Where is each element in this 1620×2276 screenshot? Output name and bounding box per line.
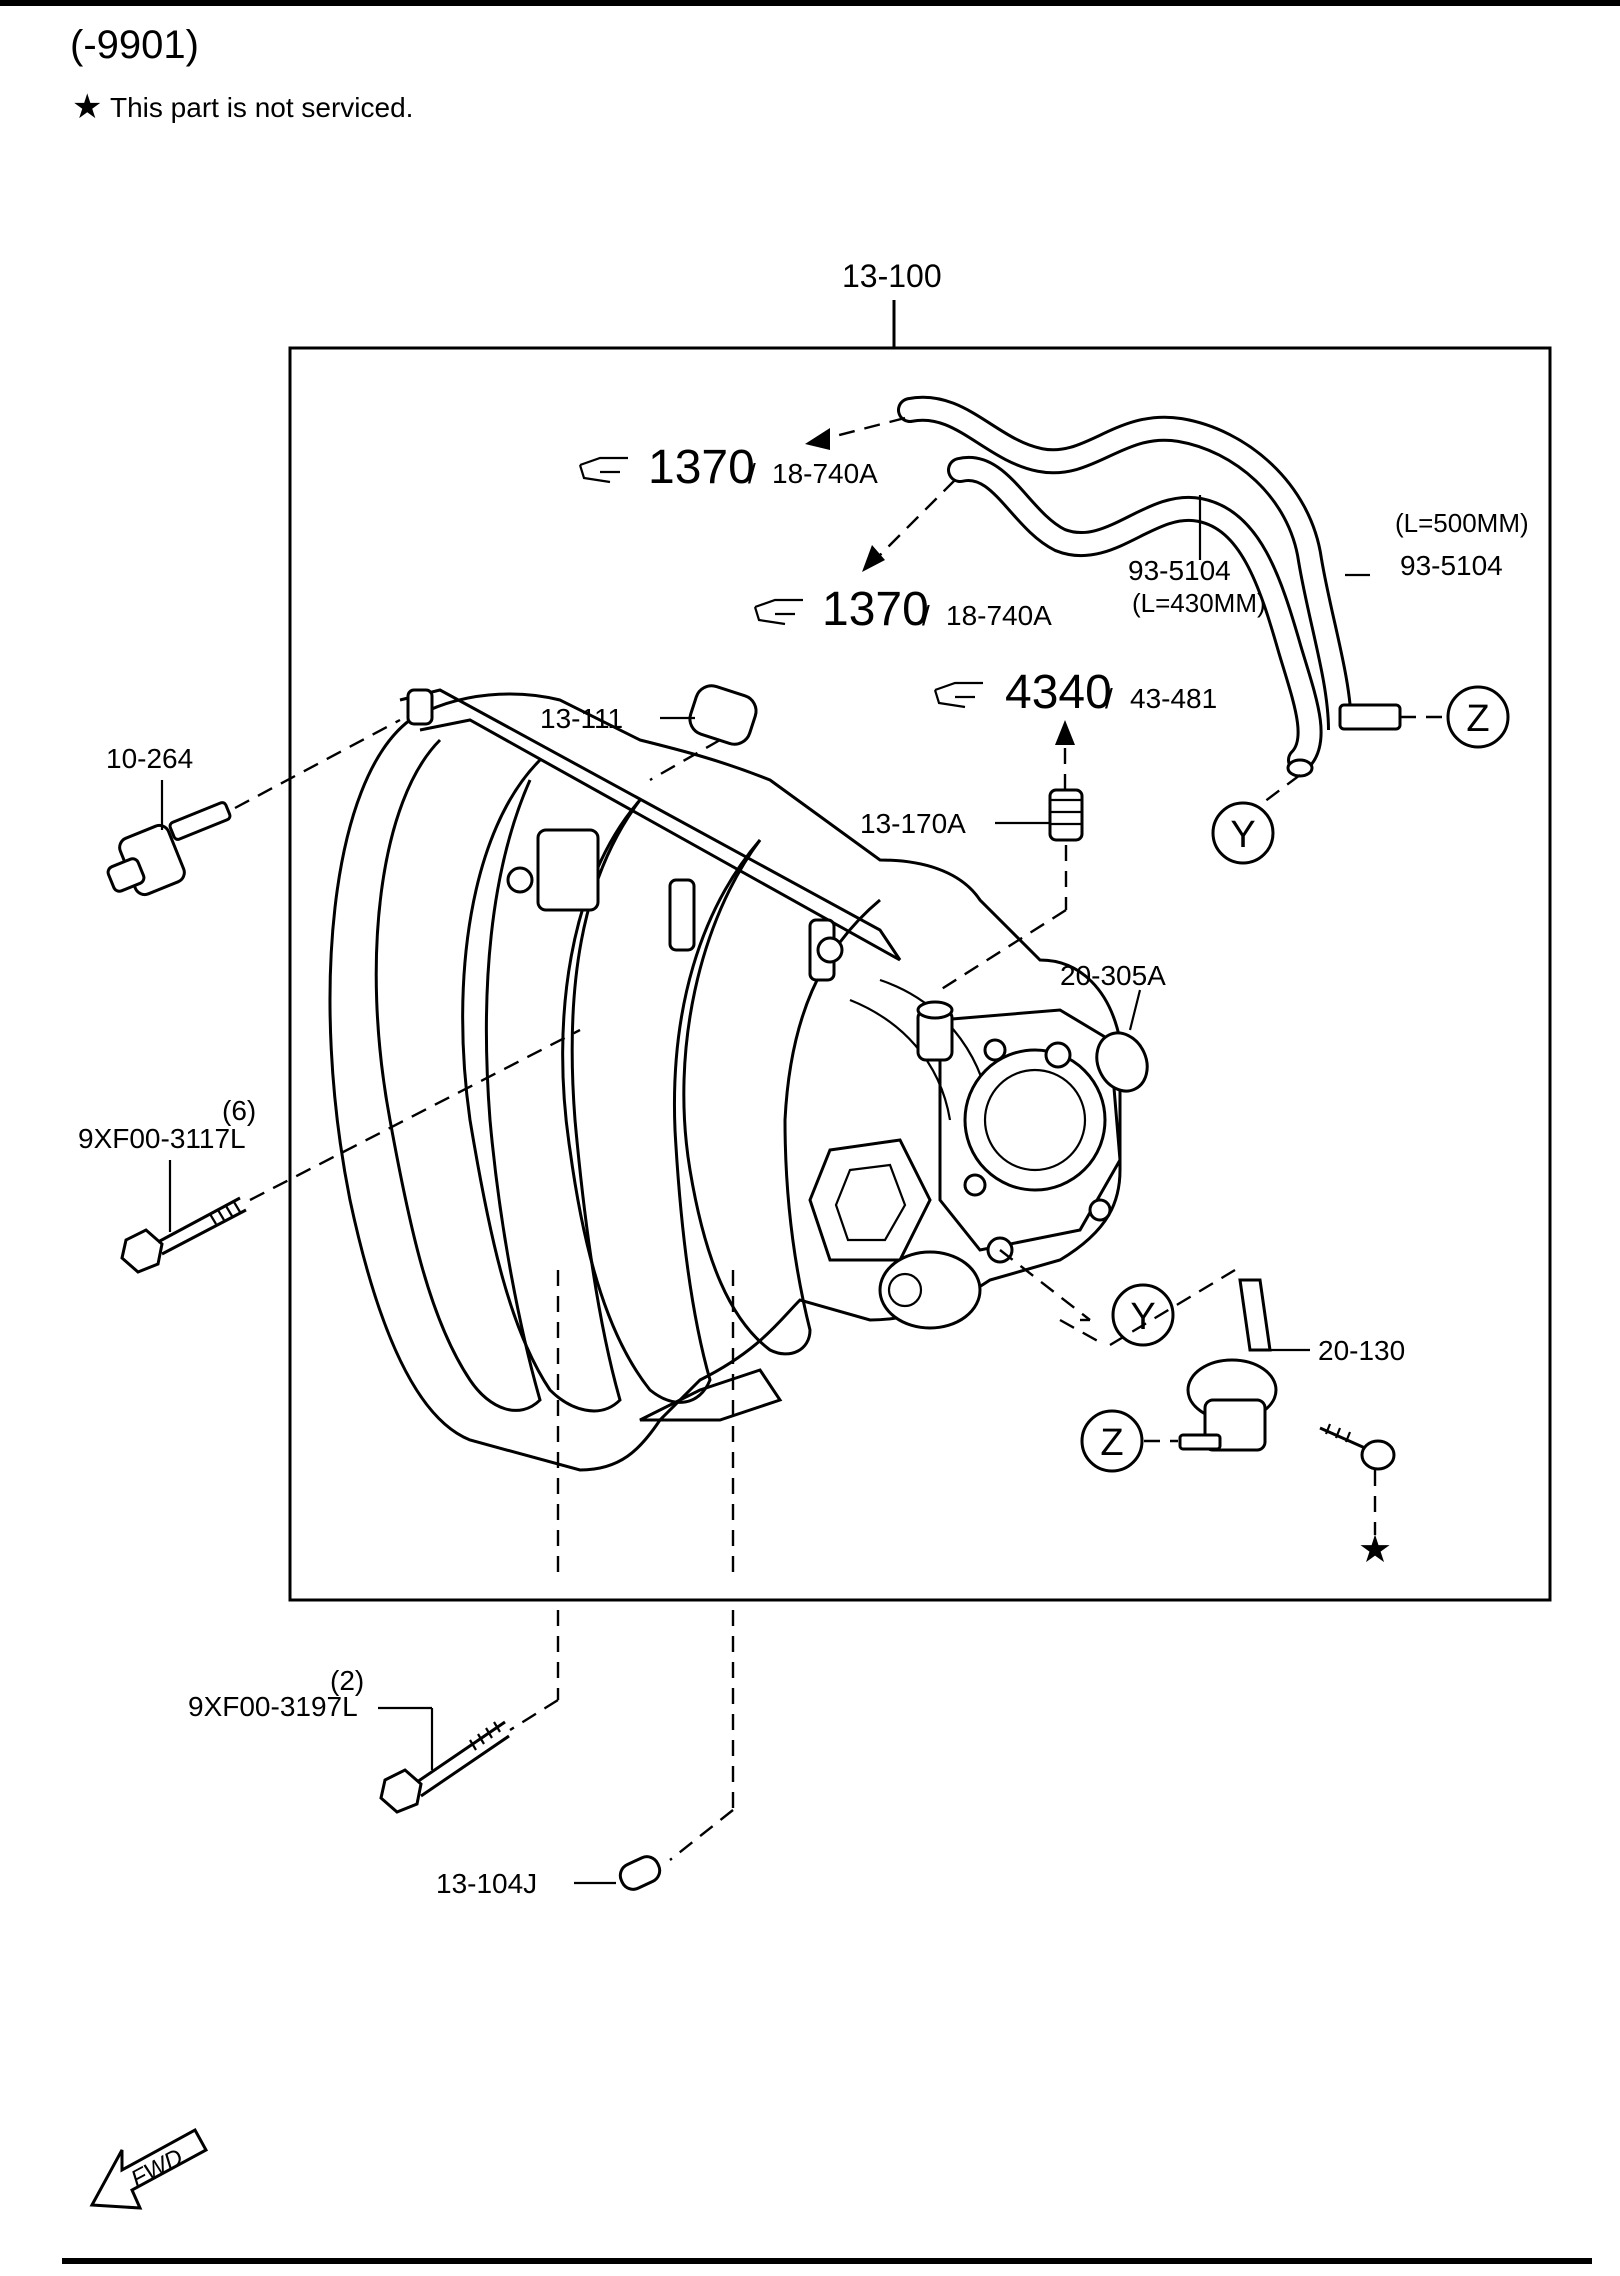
connector-y-upper-label: Y: [1230, 814, 1255, 856]
hose-ref-1-leader: [819, 416, 906, 442]
y-upper-leader: [1259, 774, 1301, 806]
legend-star-icon: ★: [72, 88, 102, 126]
y-lower-leader: [1059, 1318, 1106, 1347]
plug-number: 13-170A: [860, 808, 966, 839]
dowel-pin: [618, 1855, 662, 1891]
intake-manifold-body: [328, 688, 1122, 1472]
bolt-lower-dash: [509, 1698, 559, 1732]
pin-number: 13-104J: [436, 1868, 537, 1899]
connector-z-lower-label: Z: [1100, 1422, 1123, 1464]
svg-text:18-740A: 18-740A: [772, 458, 878, 489]
valve: [106, 801, 232, 897]
connector-y-upper: [1211, 801, 1275, 865]
bolt-upper-dash: [249, 1028, 581, 1202]
hose-ref-2-leader: [874, 479, 956, 561]
hose-long-end: [1338, 703, 1402, 731]
bottom-rule: [62, 2258, 1592, 2264]
date-code: (-9901): [70, 23, 199, 67]
connector-z-upper: [1446, 685, 1510, 749]
plug-fitting: [1048, 788, 1084, 842]
hose-long-length: (L=500MM): [1395, 508, 1529, 538]
gasket-dash: [649, 738, 721, 782]
y-lower-dash: [999, 1249, 1091, 1321]
actuator-number: 20-130: [1318, 1335, 1405, 1366]
hose-short-end: [1286, 758, 1314, 778]
svg-text:1370: 1370: [822, 583, 929, 636]
pointing-hand-icon: [753, 598, 803, 626]
callout-sensor-ref: 4340 / 43-481: [933, 666, 1217, 719]
valve-dash: [234, 718, 401, 810]
fwd-arrow-icon: FWD: [89, 2127, 209, 2210]
assembly-number: 13-100: [842, 258, 942, 294]
top-rule: [0, 0, 1620, 6]
svg-text:18-740A: 18-740A: [946, 600, 1052, 631]
callout-hose-ref-1: 1370 / 18-740A: [578, 441, 878, 494]
bolt-lower-number: 9XF00-3197L: [188, 1691, 358, 1722]
valve-number: 10-264: [106, 743, 193, 774]
bolt-upper-number: 9XF00-3117L: [78, 1123, 246, 1154]
not-serviced-star-icon: ★: [1358, 1529, 1392, 1571]
hose-short-length: (L=430MM): [1132, 588, 1266, 618]
gasket: [688, 684, 758, 746]
arrowhead: [862, 545, 885, 572]
svg-text:4340: 4340: [1005, 666, 1112, 719]
connector-z-lower: [1080, 1409, 1144, 1473]
legend-text: This part is not serviced.: [110, 92, 413, 123]
hose-short-number: 93-5104: [1128, 555, 1231, 586]
screw: [1319, 1423, 1396, 1471]
vacuum-actuator: [1178, 1278, 1278, 1452]
bolt-lower-qty: (2): [330, 1665, 364, 1696]
assembly-frame: [288, 346, 1552, 1602]
svg-text:/: /: [922, 600, 930, 631]
svg-text:43-481: 43-481: [1130, 683, 1217, 714]
bolt-lower: [379, 1720, 510, 1814]
o-ring-number: 20-305A: [1060, 960, 1166, 991]
o-ring-leader: [1128, 989, 1142, 1031]
svg-text:1370: 1370: [648, 441, 755, 494]
pin-dash: [669, 1809, 734, 1861]
callout-hose-ref-2: 1370 / 18-740A: [753, 583, 1052, 636]
connector-y-lower: [1111, 1283, 1175, 1347]
pointing-hand-icon: [578, 456, 628, 484]
svg-text:/: /: [748, 458, 756, 489]
gasket-number: 13-111: [540, 703, 623, 734]
arrowhead: [1055, 720, 1075, 745]
arrowhead: [805, 428, 830, 450]
bolt-upper-qty: (6): [222, 1095, 256, 1126]
bolt-upper: [120, 1196, 247, 1274]
o-ring: [1095, 1031, 1149, 1093]
hose-long-number: 93-5104: [1400, 550, 1503, 581]
connector-z-upper-label: Z: [1466, 698, 1489, 740]
pointing-hand-icon: [933, 681, 983, 709]
svg-text:/: /: [1105, 683, 1113, 714]
